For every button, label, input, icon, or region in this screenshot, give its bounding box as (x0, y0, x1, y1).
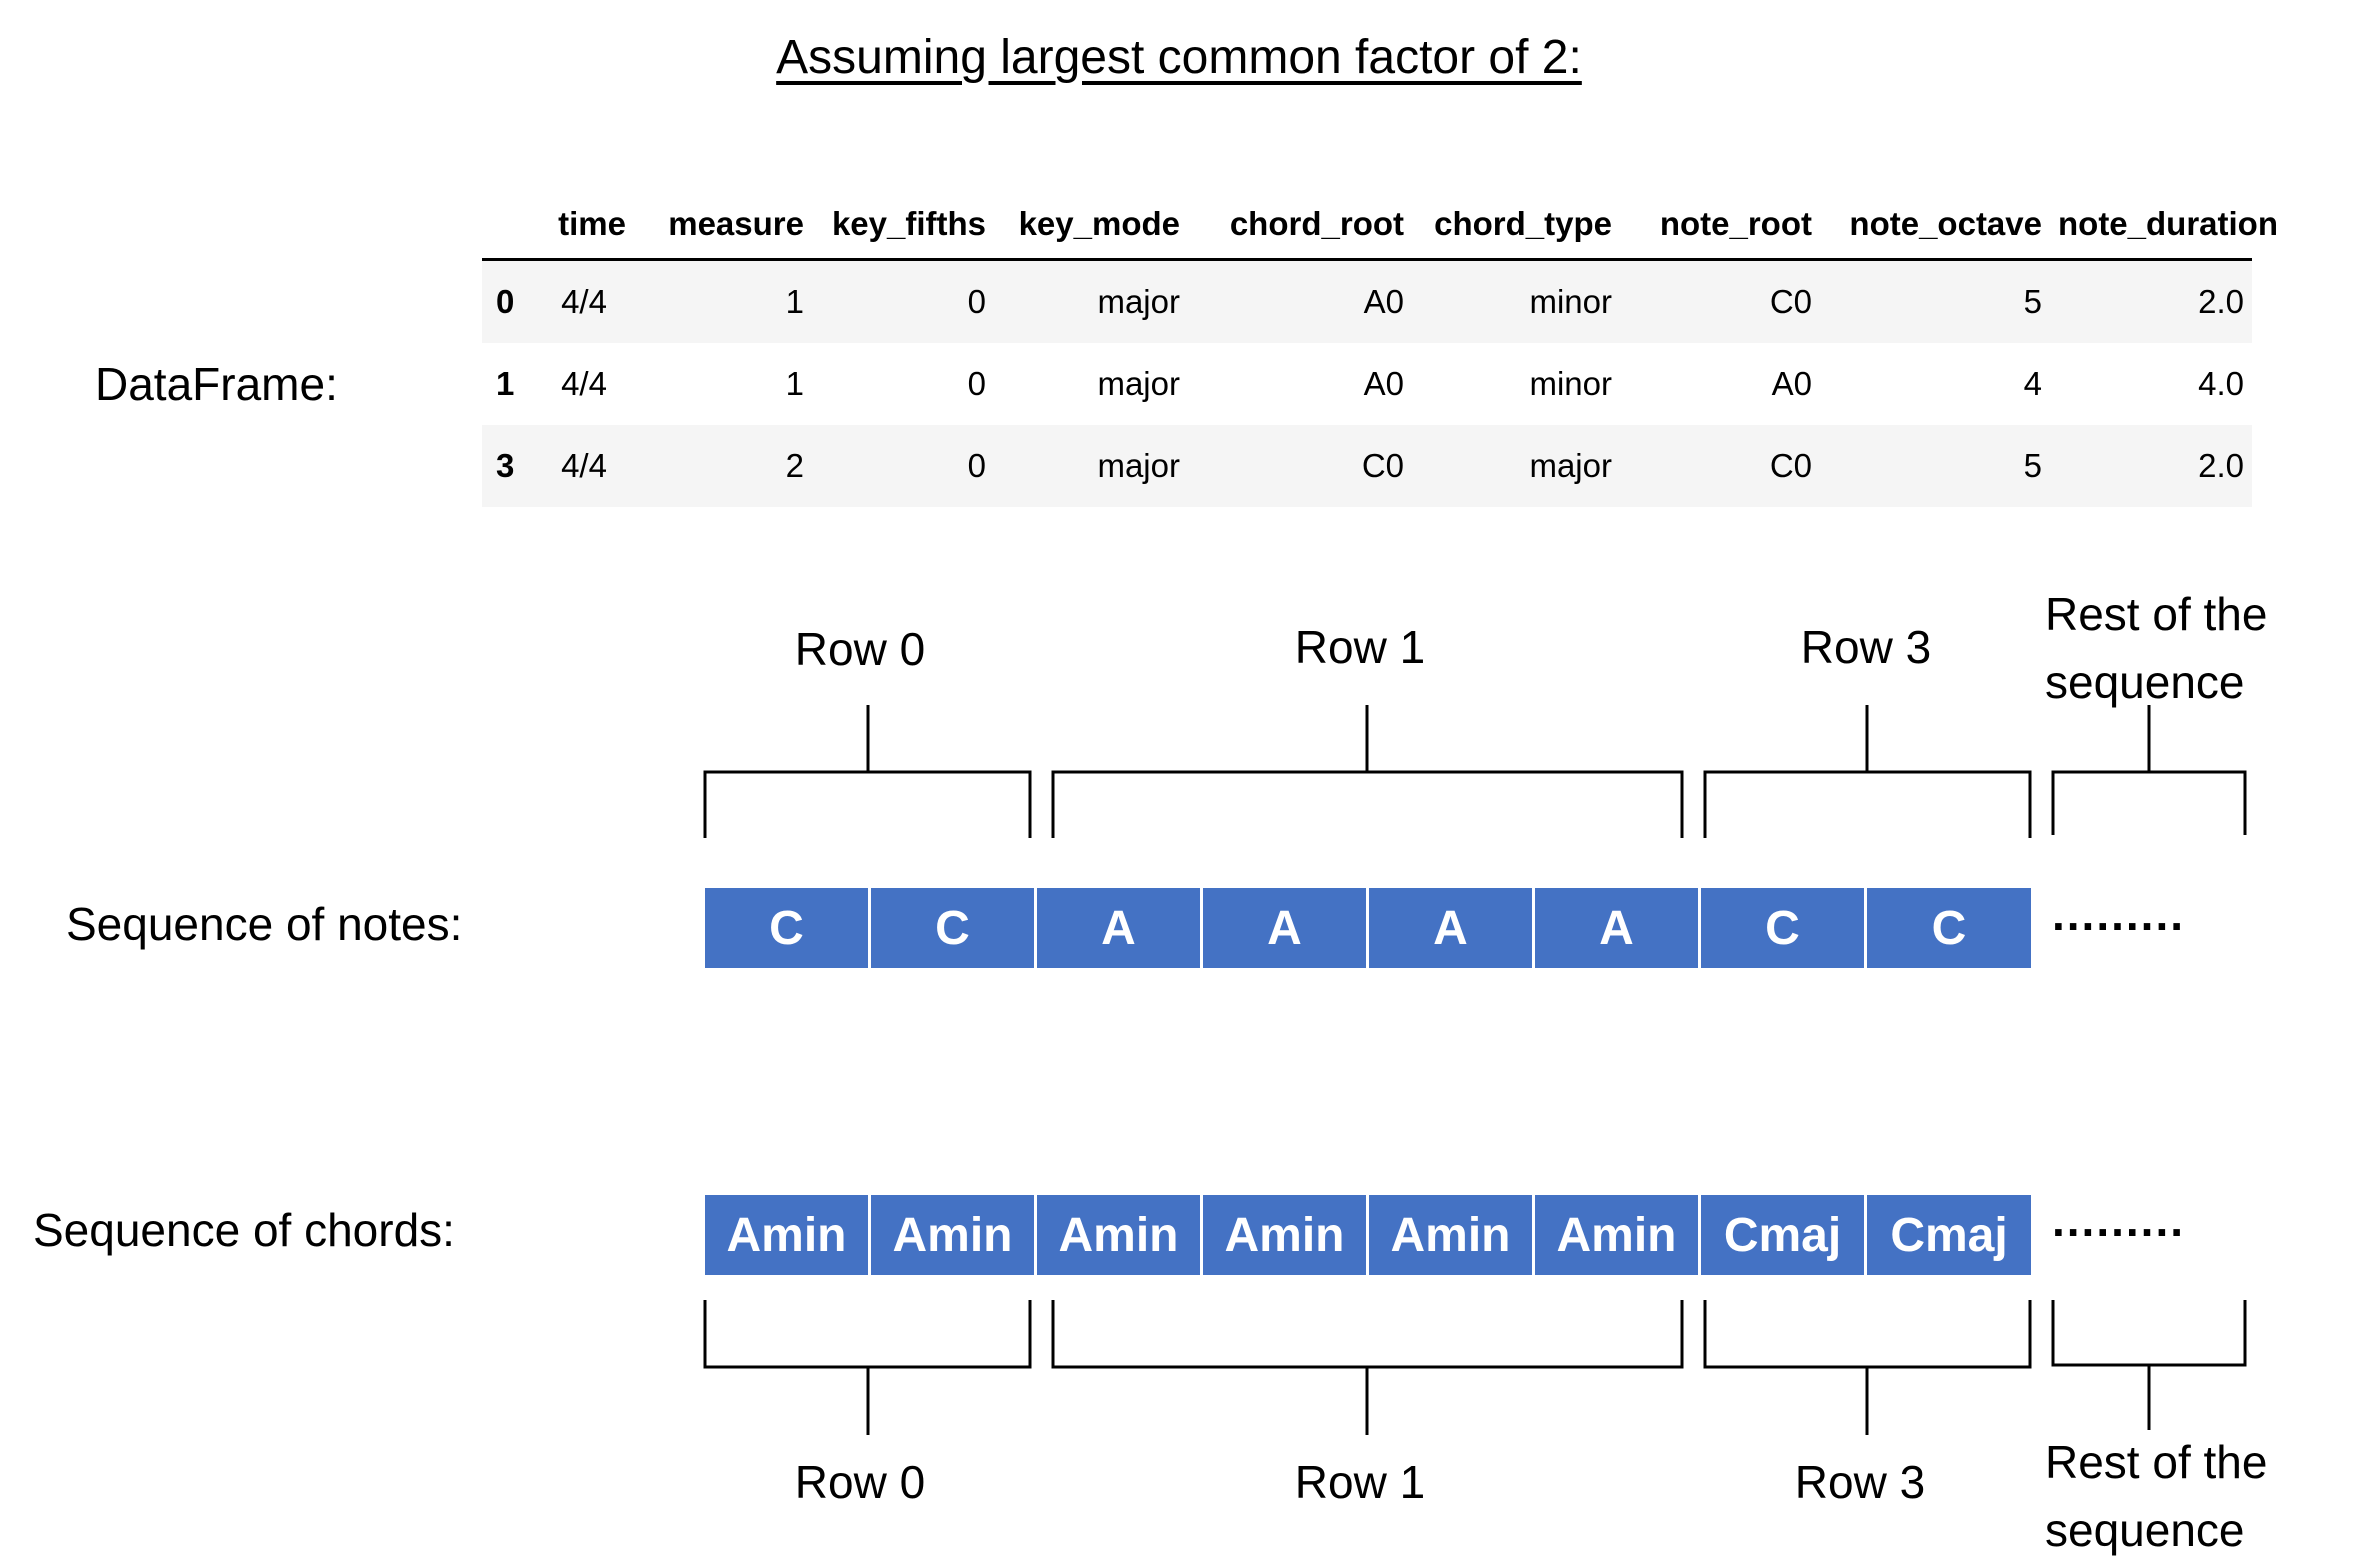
table-cell: major (1412, 425, 1620, 507)
top-bracket-rest (2051, 705, 2247, 835)
column-header: key_fifths (812, 190, 994, 261)
column-header: key_mode (994, 190, 1188, 261)
table-cell: A0 (1363, 365, 1404, 402)
chord-cell: Amin (1203, 1195, 1369, 1275)
top-bracket-row0 (703, 705, 1032, 838)
chords-sequence: Amin Amin Amin Amin Amin Amin Cmaj Cmaj (705, 1195, 2031, 1275)
top-bracket-row3 (1703, 705, 2032, 838)
table-cell: minor (1529, 365, 1612, 402)
note-cell: C (705, 888, 871, 968)
note-cell: A (1535, 888, 1701, 968)
bottom-row0-label: Row 0 (794, 1456, 926, 1508)
table-cell: 5 (1820, 425, 2050, 507)
top-row0-label: Row 0 (794, 623, 926, 675)
diagram-title: Assuming largest common factor of 2: (776, 31, 1582, 84)
row-index: 3 (482, 425, 534, 507)
table-cell: 2.0 (2050, 425, 2252, 507)
bottom-row1-label: Row 1 (1294, 1456, 1426, 1508)
note-cell: A (1203, 888, 1369, 968)
notes-sequence-label: Sequence of notes: (66, 898, 463, 950)
notes-sequence: C C A A A A C C (705, 888, 2031, 968)
column-header: note_duration (2050, 190, 2278, 261)
row-index: 1 (496, 365, 515, 402)
table-cell: 4/4 (534, 425, 634, 507)
bottom-bracket-row0 (703, 1300, 1032, 1435)
table-cell: 4/4 (561, 365, 607, 402)
chords-sequence-label: Sequence of chords: (33, 1204, 455, 1256)
column-header: chord_type (1412, 190, 1620, 261)
table-cell: 4/4 (534, 259, 634, 343)
note-cell: A (1037, 888, 1203, 968)
chord-cell: Amin (1535, 1195, 1701, 1275)
table-cell: 4.0 (2198, 365, 2244, 402)
column-header: measure (634, 190, 812, 261)
note-cell: C (1701, 888, 1867, 968)
top-bracket-row1 (1051, 705, 1684, 838)
table-cell: 0 (967, 365, 986, 402)
chord-cell: Amin (1369, 1195, 1535, 1275)
table-header-row: time measure key_fifths key_mode chord_r… (482, 190, 2278, 261)
table-cell: 5 (1820, 259, 2050, 343)
top-row1-label: Row 1 (1294, 621, 1426, 673)
table-cell: C0 (1620, 259, 1820, 343)
row-index: 0 (482, 259, 534, 343)
table-cell: C0 (1188, 425, 1412, 507)
table-cell: 1 (634, 259, 812, 343)
top-row3-label: Row 3 (1800, 621, 1932, 673)
notes-ellipsis: ......... (2052, 888, 2186, 940)
chord-cell: Cmaj (1701, 1195, 1867, 1275)
note-cell: A (1369, 888, 1535, 968)
table-cell: C0 (1620, 425, 1820, 507)
table-row: 0 4/4 1 0 major A0 minor C0 5 2.0 (482, 259, 2252, 343)
chord-cell: Amin (705, 1195, 871, 1275)
table-cell: 4 (2023, 365, 2042, 402)
table-cell: 2 (634, 425, 812, 507)
table-cell: 2.0 (2050, 259, 2252, 343)
table-cell: 0 (812, 259, 994, 343)
column-header: note_root (1620, 190, 1820, 261)
table-cell: major (994, 259, 1188, 343)
dataframe-label: DataFrame: (95, 358, 338, 410)
chord-cell: Cmaj (1867, 1195, 2031, 1275)
table-row: 1 4/4 1 0 major A0 minor A0 4 4.0 (482, 343, 2252, 425)
column-header: time (534, 190, 634, 261)
table-cell: 0 (812, 425, 994, 507)
column-header: chord_root (1188, 190, 1412, 261)
table-cell: major (1097, 365, 1180, 402)
bottom-rest-label: Rest of the sequence (2045, 1436, 2268, 1556)
table-row: 3 4/4 2 0 major C0 major C0 5 2.0 (482, 425, 2252, 507)
chords-ellipsis: ......... (2052, 1194, 2186, 1246)
chord-cell: Amin (1037, 1195, 1203, 1275)
dataframe-table: time measure key_fifths key_mode chord_r… (482, 190, 2278, 507)
column-header (482, 190, 534, 261)
table-cell: A0 (1771, 365, 1812, 402)
table-cell: major (994, 425, 1188, 507)
chord-cell: Amin (871, 1195, 1037, 1275)
table-cell: minor (1412, 259, 1620, 343)
bottom-bracket-row3 (1703, 1300, 2032, 1435)
bottom-row3-label: Row 3 (1794, 1456, 1926, 1508)
note-cell: C (1867, 888, 2031, 968)
column-header: note_octave (1820, 190, 2050, 261)
top-rest-label: Rest of the sequence (2045, 588, 2268, 708)
table-cell: A0 (1188, 259, 1412, 343)
bottom-bracket-rest (2051, 1300, 2247, 1430)
table-cell: 1 (785, 365, 804, 402)
bottom-bracket-row1 (1051, 1300, 1684, 1435)
note-cell: C (871, 888, 1037, 968)
